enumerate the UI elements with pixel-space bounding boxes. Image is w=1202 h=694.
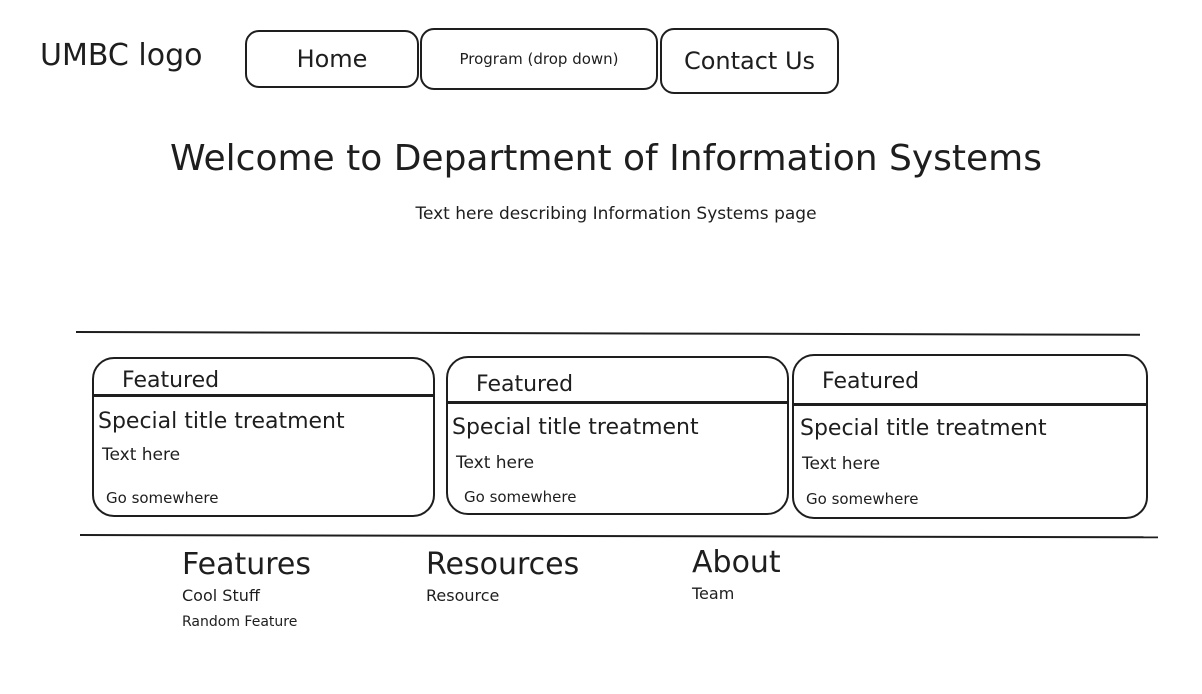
card-header-label: Featured (122, 368, 220, 393)
footer-link-team[interactable]: Team (692, 584, 735, 603)
footer-link-random-feature[interactable]: Random Feature (182, 614, 298, 630)
card-header: Featured (94, 359, 433, 397)
umbc-logo[interactable]: UMBC logo (40, 38, 203, 73)
card-header-label: Featured (476, 372, 574, 397)
card-title: Special title treatment (452, 415, 699, 440)
footer-about: About Team (692, 544, 781, 606)
nav-home-button[interactable]: Home (245, 30, 419, 88)
card-text: Text here (456, 453, 535, 473)
card-header: Featured (448, 358, 787, 404)
card-title: Special title treatment (98, 409, 345, 434)
card-text: Text here (102, 445, 181, 465)
card-text: Text here (802, 454, 881, 474)
page-description: Text here describing Information Systems… (415, 204, 817, 224)
nav-contact-button[interactable]: Contact Us (660, 28, 839, 94)
card-header: Featured (794, 356, 1146, 406)
footer-features: Features Cool Stuff Random Feature (182, 546, 311, 636)
nav-program-dropdown[interactable]: Program (drop down) (420, 28, 658, 90)
featured-card: Featured Special title treatment Text he… (92, 357, 435, 517)
card-link[interactable]: Go somewhere (464, 488, 577, 506)
footer-link-resource[interactable]: Resource (426, 586, 500, 605)
card-link[interactable]: Go somewhere (806, 490, 919, 508)
featured-card: Featured Special title treatment Text he… (792, 354, 1148, 519)
card-header-label: Featured (822, 369, 920, 394)
card-title: Special title treatment (800, 416, 1047, 441)
section-divider-top (75, 331, 1140, 336)
featured-card: Featured Special title treatment Text he… (446, 356, 789, 515)
page-title: Welcome to Department of Information Sys… (170, 138, 1042, 179)
footer-heading-about: About (692, 545, 781, 580)
footer-heading-features: Features (182, 547, 311, 582)
card-link[interactable]: Go somewhere (106, 489, 219, 507)
footer-link-cool-stuff[interactable]: Cool Stuff (182, 586, 260, 605)
footer-resources: Resources Resource (426, 546, 579, 608)
footer-heading-resources: Resources (426, 547, 580, 582)
section-divider-bottom (79, 534, 1158, 539)
